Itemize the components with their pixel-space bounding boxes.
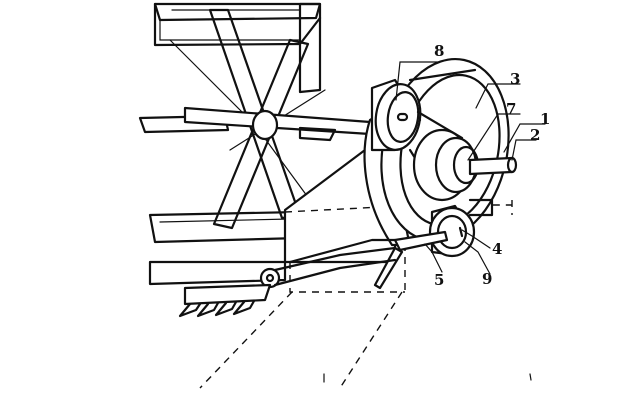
cutter-bar — [148, 246, 397, 318]
leader-lines — [395, 61, 546, 275]
callout-1: 1 — [540, 110, 550, 128]
crank-lever — [288, 230, 449, 290]
lower-pulley — [428, 198, 494, 258]
callout-7: 7 — [506, 100, 516, 118]
callout-5: 5 — [434, 271, 444, 289]
callout-3: 3 — [510, 70, 520, 88]
stepped-pulley — [412, 128, 518, 202]
stray-mark — [529, 373, 532, 381]
callout-8: 8 — [434, 42, 444, 60]
callout-labels: 8 3 7 1 2 4 5 9 — [434, 42, 550, 289]
callout-2: 2 — [530, 126, 540, 144]
callout-9: 9 — [482, 270, 492, 288]
callout-4: 4 — [492, 240, 502, 258]
projection-lines — [199, 291, 403, 389]
main-shaft — [183, 106, 372, 142]
small-pulley-8 — [370, 78, 422, 152]
